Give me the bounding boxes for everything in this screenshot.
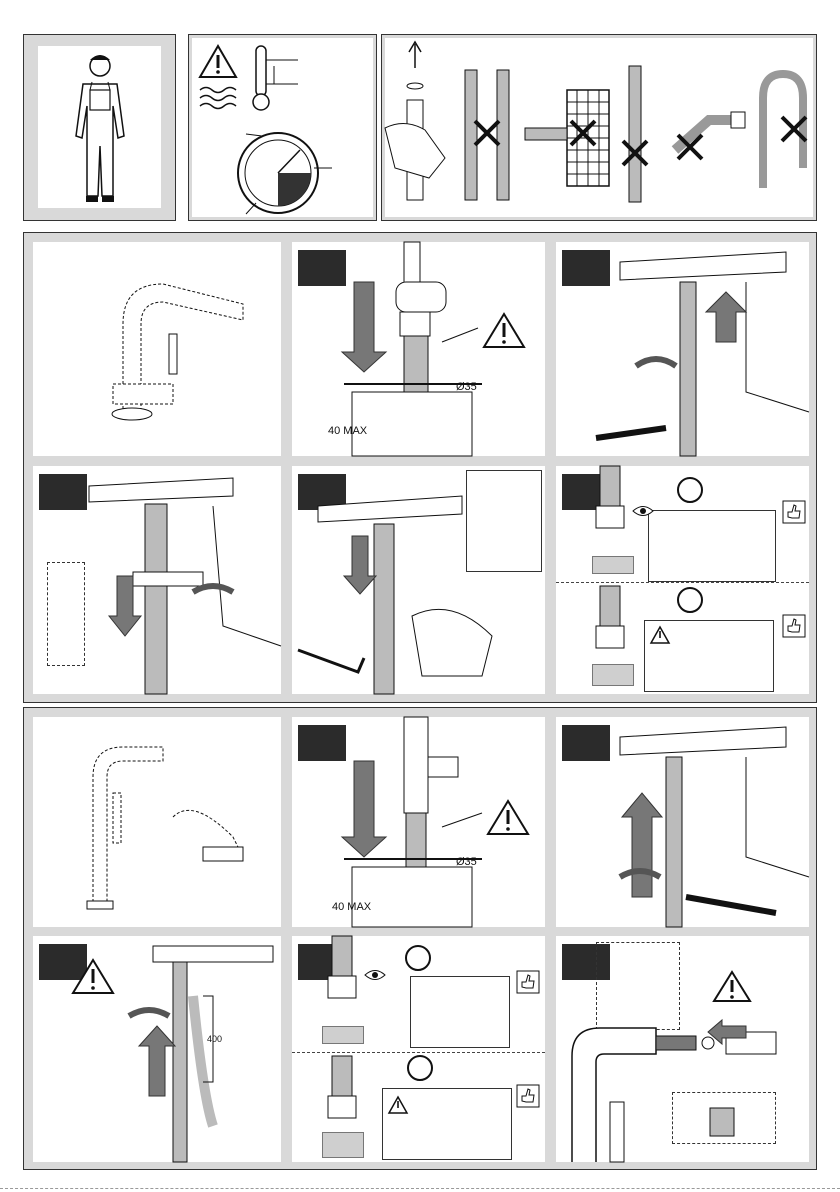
- step-4-panel: [292, 466, 545, 694]
- cross-mark-icon: [779, 114, 809, 144]
- step-1-panel: Ø35 40 MAX: [292, 242, 545, 456]
- hose-warning-inner: [385, 38, 813, 217]
- spout-connect-illustration: [556, 936, 809, 1162]
- cross-mark-icon: [472, 118, 502, 148]
- square-faucet-icon: [53, 737, 257, 913]
- step-9-panel: [292, 936, 545, 1162]
- step-10-panel: [556, 936, 809, 1162]
- installer-figure-icon: [38, 46, 161, 208]
- step-3-panel: [33, 466, 281, 694]
- hose-length-illustration: [33, 936, 281, 1162]
- hose-connection-illustration: [556, 466, 809, 694]
- cross-mark-icon: [568, 118, 598, 148]
- diameter-label: Ø35: [456, 856, 477, 868]
- step-8-panel: 400: [33, 936, 281, 1162]
- round-faucet-icon: [53, 264, 257, 440]
- temperature-dial-icon: [222, 128, 352, 218]
- temperature-inner: [192, 38, 373, 217]
- page-cut-line: [0, 1188, 840, 1189]
- installer-inner: [38, 46, 161, 208]
- cross-mark-icon: [620, 138, 650, 168]
- hoses-illustration: [385, 38, 813, 217]
- square-tighten-illustration: [556, 717, 809, 927]
- step-6-panel: Ø35 40 MAX: [292, 717, 545, 927]
- max-depth-label: 40 MAX: [328, 425, 367, 437]
- cross-mark-icon: [675, 132, 705, 162]
- hose-connection-illustration: [292, 936, 545, 1162]
- step-7-panel: [556, 717, 809, 927]
- warning-triangle-icon: [486, 799, 530, 837]
- round-faucet-overview: [33, 242, 281, 456]
- step-5-panel: [556, 466, 809, 694]
- diameter-label: Ø35: [456, 381, 477, 393]
- mount-bracket-illustration: [33, 466, 281, 694]
- step-2-panel: [556, 242, 809, 456]
- thermometer-icon: [200, 44, 310, 114]
- square-faucet-overview: [33, 717, 281, 927]
- max-depth-label: 40 MAX: [332, 901, 371, 913]
- tighten-nut-illustration: [556, 242, 809, 456]
- hose-length-label: 400: [207, 1034, 222, 1044]
- warning-triangle-icon: [482, 312, 526, 350]
- screw-detail-box: [466, 470, 542, 572]
